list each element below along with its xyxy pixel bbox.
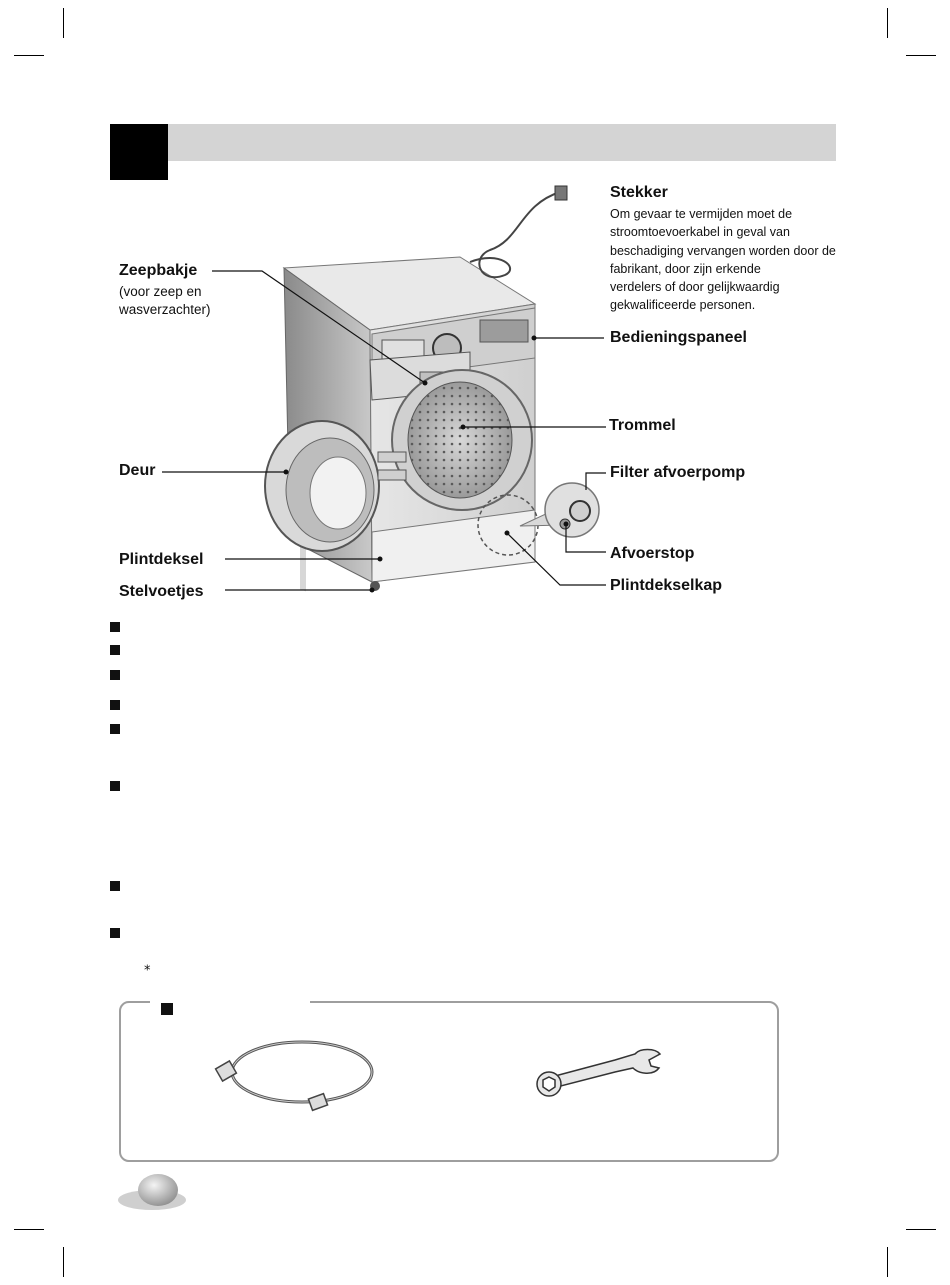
- crop-mark: [906, 1229, 936, 1230]
- label-stekker: Stekker: [610, 184, 668, 202]
- crop-mark: [63, 1247, 64, 1277]
- desc-line: Om gevaar te vermijden moet de: [610, 205, 836, 223]
- desc-line: beschadiging vervangen worden door de: [610, 242, 836, 260]
- list-bullet: [110, 928, 120, 938]
- label-plintdeksel: Plintdeksel: [119, 551, 203, 569]
- inlet-hose-image: [210, 1030, 380, 1120]
- label-bedieningspaneel: Bedieningspaneel: [610, 329, 747, 347]
- list-bullet: [110, 881, 120, 891]
- crop-mark: [14, 1229, 44, 1230]
- list-bullet: [110, 645, 120, 655]
- label-filter-afvoerpomp: Filter afvoerpomp: [610, 464, 745, 482]
- desc-line: stroomtoevoerkabel in geval van: [610, 223, 836, 241]
- accessories-bullet: [161, 1003, 173, 1015]
- crop-mark: [887, 1247, 888, 1277]
- sub-line: wasverzachter): [119, 301, 211, 319]
- list-bullet: [110, 724, 120, 734]
- washing-machine-illustration: [0, 0, 950, 1000]
- accessories-title-gap: [150, 995, 310, 1009]
- list-bullet: [110, 622, 120, 632]
- label-plintdekselkap: Plintdekselkap: [610, 577, 722, 595]
- list-bullet: [110, 670, 120, 680]
- desc-line: fabrikant, door zijn erkende: [610, 260, 836, 278]
- list-bullet: [110, 781, 120, 791]
- spanner-image: [525, 1040, 665, 1100]
- label-deur: Deur: [119, 462, 155, 480]
- label-zeepbakje: Zeepbakje: [119, 262, 197, 280]
- page-number-badge: [112, 1170, 192, 1215]
- list-bullet: [110, 700, 120, 710]
- stekker-description: Om gevaar te vermijden moet de stroomtoe…: [610, 205, 836, 315]
- label-trommel: Trommel: [609, 417, 676, 435]
- desc-line: gekwalificeerde personen.: [610, 296, 836, 314]
- zeepbakje-sub: (voor zeep en wasverzachter): [119, 283, 211, 319]
- sub-line: (voor zeep en: [119, 283, 211, 301]
- label-stelvoetjes: Stelvoetjes: [119, 583, 203, 601]
- footnote-asterisk: ⁎: [144, 958, 151, 974]
- label-afvoerstop: Afvoerstop: [610, 545, 694, 563]
- desc-line: verdelers of door gelijkwaardig: [610, 278, 836, 296]
